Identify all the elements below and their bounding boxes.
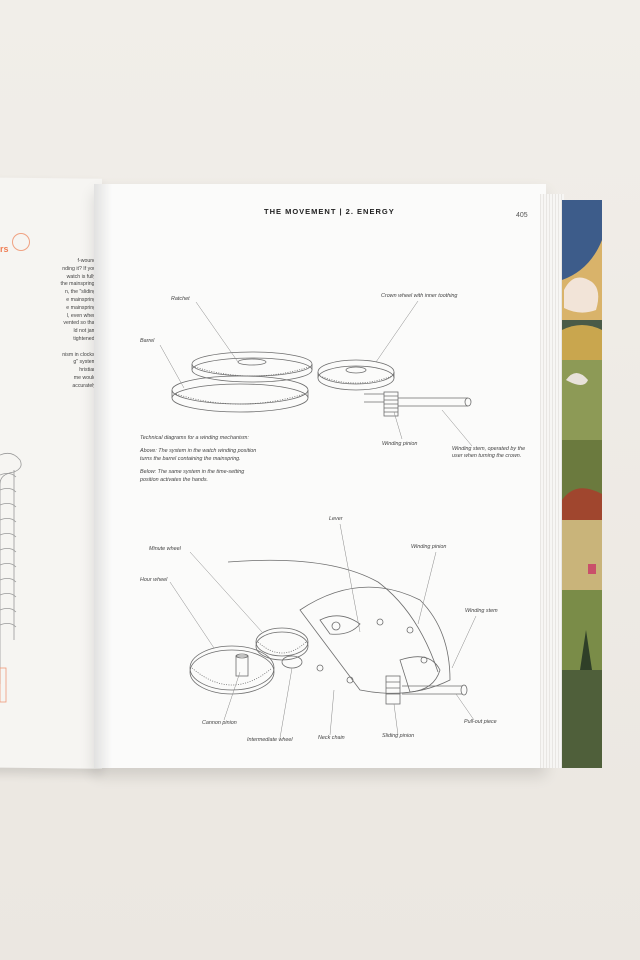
label-crown-wheel: Crown wheel with inner toothing <box>381 293 458 299</box>
label-intermediate-wheel: Intermediate wheel <box>247 737 293 743</box>
label-sliding-pinion: Sliding pinion <box>382 733 415 739</box>
left-page-line: tightened. <box>73 335 96 342</box>
left-page-line: the mainspring. <box>60 281 96 288</box>
page-edges <box>540 194 564 768</box>
caption-above: Above: The system in the watch winding p… <box>140 448 257 462</box>
left-page-line: n, the "sliding <box>65 289 96 296</box>
sliding-pinion <box>385 675 401 705</box>
left-page-line: me would <box>73 374 96 381</box>
minute-wheel <box>255 631 309 661</box>
left-page-line: g" system <box>73 359 96 366</box>
page-number: 405 <box>516 212 528 219</box>
left-page-line: watch is fully <box>66 273 96 280</box>
caption-below: Below: The same system in the time-setti… <box>140 469 245 483</box>
cannon-pinion <box>235 655 249 677</box>
running-header: THE MOVEMENT | 2. ENERGY <box>264 207 395 216</box>
left-page-line: accurately <box>72 382 96 389</box>
label-ratchet: Ratchet <box>171 296 190 302</box>
left-page-line: nding it? If you <box>62 265 96 272</box>
label-lever: Lever <box>329 516 343 522</box>
label-minute-wheel: Minute wheel <box>149 546 181 552</box>
label-cannon-pinion: Cannon pinion <box>202 720 237 726</box>
left-page-line: l, even when <box>66 312 96 319</box>
label-neck-chain: Neck chain <box>318 735 345 741</box>
left-page-line: ld not jam <box>73 328 97 335</box>
left-page-line: e mainspring <box>66 304 96 311</box>
label-winding-pinion-bottom: Winding pinion <box>411 544 447 550</box>
left-page-line: vented so that <box>63 320 96 327</box>
lever <box>319 615 361 635</box>
back-cover-illustration <box>562 200 602 768</box>
winding-stem <box>398 397 468 407</box>
left-page-line: f-wound <box>77 258 96 264</box>
left-page-title: rs <box>0 244 9 254</box>
book-gutter <box>94 184 112 768</box>
label-hour-wheel: Hour wheel <box>140 577 168 583</box>
rosette-icon <box>12 233 30 251</box>
label-winding-stem-bottom: Winding stem <box>465 608 498 614</box>
pull-out-piece <box>399 656 441 693</box>
label-winding-stem-top: Winding stem, operated by the user when … <box>452 446 526 460</box>
diagram-caption: Technical diagrams for a winding mechani… <box>140 435 260 490</box>
caption-intro: Technical diagrams for a winding mechani… <box>140 435 249 441</box>
left-page-line: e mainspring <box>66 296 96 303</box>
left-page-line: hristian <box>79 367 96 374</box>
left-page-line: nism in clocks. <box>62 351 96 358</box>
label-pull-out-piece: Pull-out piece <box>464 719 497 725</box>
intermediate-wheel <box>281 655 303 669</box>
label-barrel: Barrel <box>140 338 155 344</box>
label-winding-pinion-top: Winding pinion <box>382 441 418 447</box>
hour-wheel <box>189 649 275 695</box>
